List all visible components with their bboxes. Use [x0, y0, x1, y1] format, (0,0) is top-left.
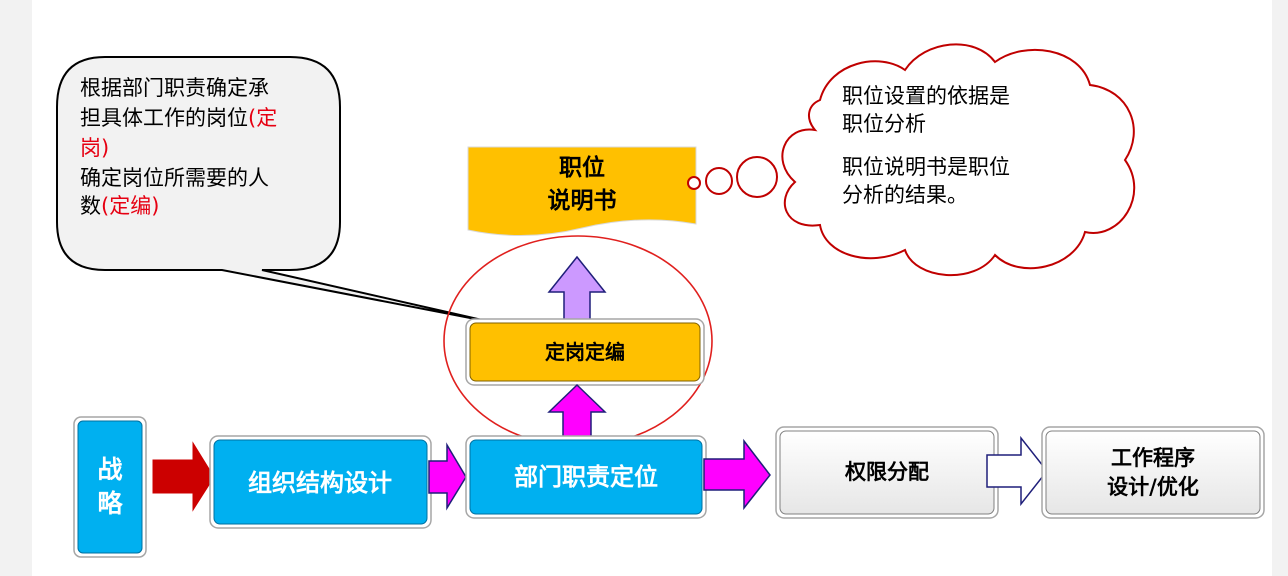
- procedure-line-2: 设计/优化: [1107, 475, 1199, 499]
- dept-responsibility-box: 部门职责定位: [465, 435, 707, 519]
- callout-line-2: 担具体工作的岗位: [80, 106, 248, 130]
- arrow-dept-to-authority: [703, 438, 771, 511]
- callout-line-1: 根据部门职责确定承: [80, 76, 269, 100]
- arrow-authority-to-procedure: [986, 435, 1048, 507]
- dept-responsibility-label: 部门职责定位: [514, 463, 658, 491]
- procedure-line-1: 工作程序: [1111, 446, 1195, 470]
- org-structure-design-box: 组织结构设计: [209, 435, 432, 529]
- dinggang-label: 定岗定编: [545, 340, 625, 364]
- strategy-char-2: 略: [97, 489, 123, 518]
- document-line-2: 说明书: [548, 187, 617, 214]
- org-structure-label: 组织结构设计: [248, 469, 392, 497]
- authority-label: 权限分配: [844, 460, 929, 484]
- cloud-text-2: 职位说明书是职位 分析的结果。: [842, 155, 1017, 207]
- thought-cloud: 职位设置的依据是 职位分析 职位说明书是职位 分析的结果。: [781, 43, 1136, 276]
- document-line-1: 职位: [559, 154, 605, 181]
- arrow-org-to-dept: [428, 442, 467, 511]
- callout-line-3: 岗): [80, 136, 109, 160]
- dinggang-dingbian-box: 定岗定编: [465, 318, 705, 386]
- authority-allocation-box: 权限分配: [775, 426, 999, 519]
- strategy-box: 战 略: [73, 416, 147, 558]
- thought-bubbles: [687, 156, 778, 198]
- up-arrow-magenta: [547, 383, 607, 441]
- job-description-document: 职位 说明书: [467, 146, 697, 237]
- cloud-text-1: 职位设置的依据是 职位分析: [842, 84, 1017, 136]
- arrow-strategy-to-org: [152, 441, 215, 512]
- callout-text: 根据部门职责确定承 担具体工作的岗位(定 岗) 确定岗位所需要的人 数(定编): [80, 76, 284, 218]
- callout-line-4: 确定岗位所需要的人: [80, 166, 269, 190]
- callout-line-5: 数: [80, 194, 101, 218]
- up-arrow-lilac: [547, 255, 607, 321]
- work-procedure-box: 工作程序 设计/优化: [1041, 426, 1265, 519]
- callout-left: 根据部门职责确定承 担具体工作的岗位(定 岗) 确定岗位所需要的人 数(定编): [56, 56, 492, 323]
- strategy-char-1: 战: [97, 455, 122, 484]
